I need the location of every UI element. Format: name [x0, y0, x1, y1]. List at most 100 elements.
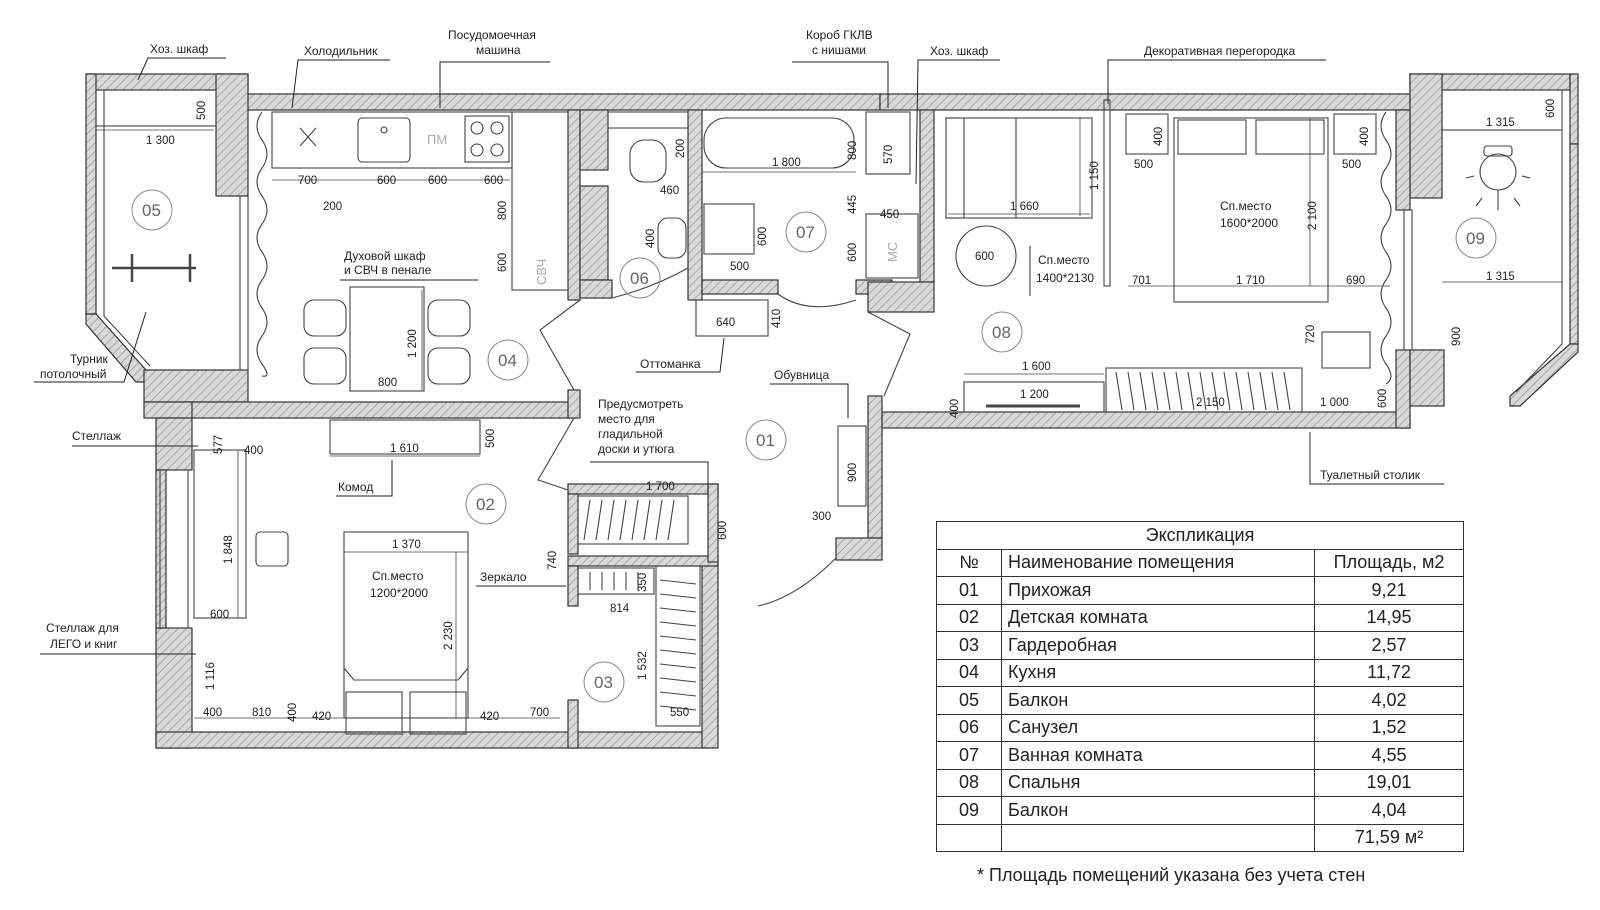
office-chair [1479, 153, 1517, 191]
room-number-07: 07 [796, 223, 815, 242]
dim-701: 701 [1132, 275, 1151, 287]
ward-shelf [577, 567, 655, 595]
table-row: 03 Гардеробная 2,57 [936, 631, 1464, 660]
curtain [256, 111, 268, 377]
wall-bedroom-right-low [1395, 349, 1411, 429]
label-khoz-shkaf-1: Хоз. шкаф [150, 42, 208, 56]
dim-350: 350 [637, 573, 649, 592]
dim-1300: 1 300 [146, 135, 175, 147]
explication-table: Экспликация № Наименование помещения Пло… [936, 521, 1464, 852]
label-mirror: Зеркало [480, 570, 527, 584]
storage-cabinet [95, 89, 217, 127]
pillow [1255, 119, 1325, 155]
bedroom-curtain [1380, 111, 1392, 385]
wall-bedroom-right [1395, 109, 1411, 211]
dim-600e: 600 [757, 227, 769, 246]
row-no: 03 [936, 631, 1002, 660]
dim-300: 300 [812, 511, 831, 523]
wall-kitchen-bottom [187, 401, 575, 419]
label-bed3-2: 1600*2000 [1220, 216, 1278, 230]
wall-ward-shelf-top [567, 483, 719, 495]
dim-500d: 500 [1342, 159, 1361, 171]
wc-sink [657, 217, 687, 259]
room-number-08: 08 [992, 323, 1011, 342]
dim-577: 577 [213, 435, 225, 454]
entrance-door [757, 557, 837, 607]
label-oven-1: Духовой шкаф [344, 249, 426, 263]
dim-1116: 1 116 [205, 662, 217, 690]
dim-600a: 600 [377, 175, 396, 187]
dim-600j: 600 [210, 609, 229, 621]
dim-400b: 400 [1153, 127, 1165, 146]
ironing-hangers [583, 499, 675, 541]
dim-200: 200 [323, 201, 342, 213]
label-iron-2: место для [598, 412, 655, 426]
bedroom-window [1403, 209, 1413, 351]
label-lego-1: Стеллаж для [46, 621, 119, 635]
chair [427, 347, 471, 385]
dim-410: 410 [771, 309, 783, 328]
ward-rack-hangers [659, 579, 697, 711]
dim-700: 700 [298, 175, 317, 187]
leader-line [34, 311, 147, 383]
wall-top-bedroom [879, 93, 1411, 111]
chair [427, 299, 471, 337]
label-bed1-2: 1200*2000 [370, 586, 428, 600]
oven-column [511, 111, 569, 291]
header-area: Площадь, м2 [1314, 548, 1464, 577]
room-circle [1455, 217, 1497, 259]
label-dresser: Комод [338, 480, 373, 494]
hob [464, 115, 510, 163]
dim-690: 690 [1346, 275, 1365, 287]
dim-445: 445 [847, 195, 859, 214]
dim-2150: 2 150 [1196, 397, 1225, 409]
row-name: Прихожая [1001, 576, 1315, 605]
wall-wardrobe-top [567, 555, 719, 567]
table-row: 07 Ванная комната 4,55 [936, 741, 1464, 770]
wardrobe-03 [577, 495, 701, 727]
row-area: 11,72 [1314, 658, 1464, 687]
wall-wc-right [687, 109, 703, 301]
room-circle [487, 339, 529, 381]
chair [303, 299, 347, 337]
wall-wc-bottom-l [579, 279, 613, 299]
desk-chair [255, 531, 289, 567]
wall-balcony9-col [1409, 73, 1443, 199]
dining-table [349, 286, 425, 392]
dresser [329, 419, 481, 455]
wall-ward-shelf-right [707, 483, 719, 563]
wall-bath-right-low [867, 281, 935, 313]
dim-800b: 800 [378, 377, 397, 389]
dim-810: 810 [252, 707, 271, 719]
table-row: 09 Балкон 4,04 [936, 796, 1464, 825]
total-row: 71,59 м² [936, 823, 1464, 852]
row-no: 04 [936, 658, 1002, 687]
door-swing [867, 311, 911, 397]
kitchen: ПМ СВЧ [239, 111, 569, 392]
wall-bath-right [919, 109, 935, 283]
wall-balcony5-col [215, 73, 249, 197]
dim-400e: 400 [244, 445, 263, 457]
room-number-02: 02 [476, 495, 495, 514]
total-empty-2 [1001, 823, 1315, 852]
room-number-04: 04 [498, 351, 517, 370]
room-numbers: 05 04 06 07 08 09 01 02 03 [131, 189, 1497, 703]
leader-line [291, 59, 390, 109]
dimensions: 500 1 300 700 200 600 600 600 800 600 1 … [96, 99, 1562, 723]
wall-child-left-thin [155, 469, 167, 629]
wall-balcony9-outer [1569, 143, 1579, 345]
row-no: 01 [936, 576, 1002, 605]
dim-600i: 600 [717, 521, 729, 540]
dishwasher-label: ПМ [427, 132, 447, 147]
sink [357, 117, 411, 163]
ironing-shelf [577, 495, 689, 545]
wall-balcony9-bottom [1409, 349, 1445, 407]
dim-1370: 1 370 [392, 539, 421, 551]
row-name: Санузел [1001, 713, 1315, 742]
dim-500b: 500 [730, 261, 749, 273]
table-row: 05 Балкон 4,02 [936, 686, 1464, 715]
room-circle [981, 311, 1023, 353]
label-gklv-2: с нишами [812, 43, 866, 57]
door-swing [539, 299, 581, 391]
fridge-cross [299, 127, 317, 147]
